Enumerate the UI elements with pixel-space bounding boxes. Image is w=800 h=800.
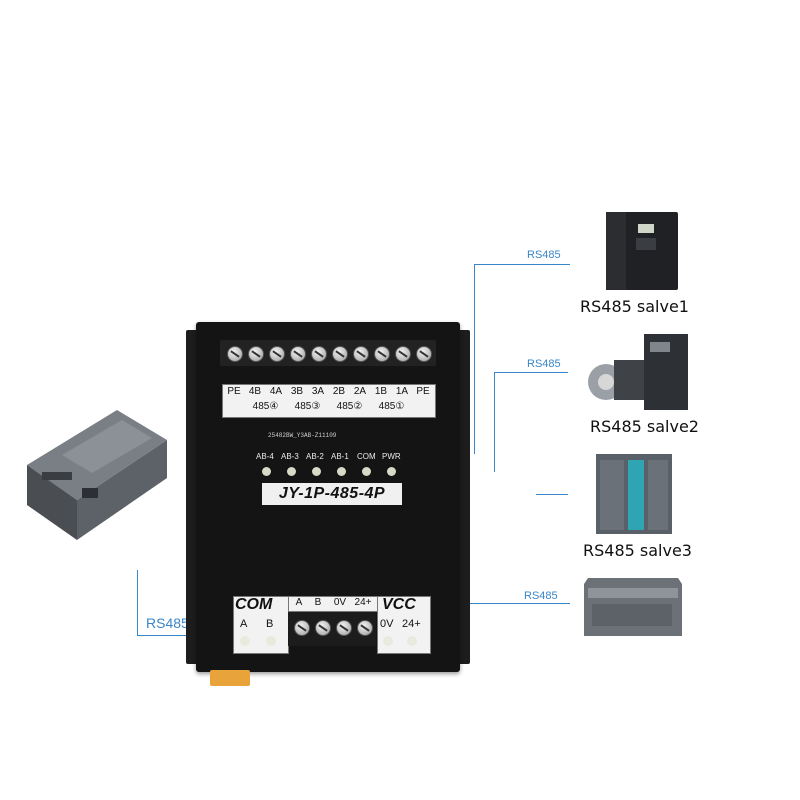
terminal-label: PE [227, 386, 241, 397]
wire-label-slave4: RS485 [524, 590, 558, 602]
screw-icon [416, 346, 432, 362]
led-indicator [312, 467, 321, 476]
wire-slave4-horizontal [462, 603, 570, 604]
com-pin-label: B [266, 618, 274, 630]
inverter-icon [606, 212, 678, 290]
led-label: AB-2 [306, 452, 324, 461]
wire-label-slave1: RS485 [527, 249, 561, 261]
terminal-label: 1B [374, 386, 388, 397]
screw-icon [315, 620, 331, 636]
power-terminal-label: B [314, 597, 322, 608]
terminal-label: 3B [290, 386, 304, 397]
screw-icon [294, 620, 310, 636]
model-title: JY-1P-485-4P [262, 483, 402, 505]
screw-icon [336, 620, 352, 636]
screw-icon [395, 346, 411, 362]
wire-slave1-horizontal [474, 264, 570, 265]
plc-rack-icon [596, 454, 672, 534]
device-label-slave3: RS485 salve3 [583, 541, 692, 560]
screw-icon [269, 346, 285, 362]
terminal-label: 4B [248, 386, 262, 397]
vcc-pin-label: 24+ [402, 618, 421, 630]
wire-master-vertical [137, 570, 138, 636]
terminal-label: 4A [269, 386, 283, 397]
led-label: AB-4 [256, 452, 274, 461]
power-terminal-label: A [295, 597, 303, 608]
serial-number: 25482BW_Y3AB-Z11109 [268, 432, 337, 439]
port-label: 485① [378, 401, 405, 412]
terminal-label: 2B [332, 386, 346, 397]
servo-icon [588, 334, 688, 410]
terminal-label: 3A [311, 386, 325, 397]
wire-slave2-horizontal [494, 372, 568, 373]
power-terminal-label: 0V [333, 597, 347, 608]
screw-icon [374, 346, 390, 362]
port-label: 485④ [252, 401, 279, 412]
led-indicator [362, 467, 371, 476]
led-indicator [337, 467, 346, 476]
compact-plc-icon [584, 578, 682, 636]
vcc-terminal-hole [383, 636, 393, 646]
screw-icon [357, 620, 373, 636]
screw-icon [290, 346, 306, 362]
vcc-pin-label: 0V [380, 618, 394, 630]
wire-slave2-vertical [494, 372, 495, 472]
vcc-title: VCC [382, 596, 416, 613]
led-indicator [387, 467, 396, 476]
led-label: AB-3 [281, 452, 299, 461]
wire-label-master: RS485 [146, 615, 189, 631]
com-pin-label: A [240, 618, 248, 630]
screw-icon [311, 346, 327, 362]
power-terminal-label: 24+ [354, 597, 372, 608]
vcc-terminal-hole [407, 636, 417, 646]
wire-master-horizontal [137, 635, 197, 636]
screw-icon [332, 346, 348, 362]
led-label: AB-1 [331, 452, 349, 461]
device-label-slave1: RS485 salve1 [580, 297, 689, 316]
com-terminal-hole [240, 636, 250, 646]
led-label: PWR [382, 452, 401, 461]
port-label: 485③ [294, 401, 321, 412]
top-terminal-label-panel [222, 384, 436, 418]
screw-icon [248, 346, 264, 362]
terminal-label: PE [416, 386, 430, 397]
terminal-label: 1A [395, 386, 409, 397]
port-label: 485② [336, 401, 363, 412]
wire-slave1-vertical [474, 264, 475, 454]
device-label-slave2: RS485 salve2 [590, 417, 699, 436]
com-terminal-hole [266, 636, 276, 646]
led-indicator [262, 467, 271, 476]
din-clip [210, 670, 250, 686]
screw-icon [353, 346, 369, 362]
com-title: COM [235, 596, 273, 613]
terminal-label: 2A [353, 386, 367, 397]
led-label: COM [357, 452, 376, 461]
led-indicator [287, 467, 296, 476]
wire-slave3-horizontal [536, 494, 568, 495]
plc-master-icon [27, 410, 167, 540]
screw-icon [227, 346, 243, 362]
wire-label-slave2: RS485 [527, 358, 561, 370]
